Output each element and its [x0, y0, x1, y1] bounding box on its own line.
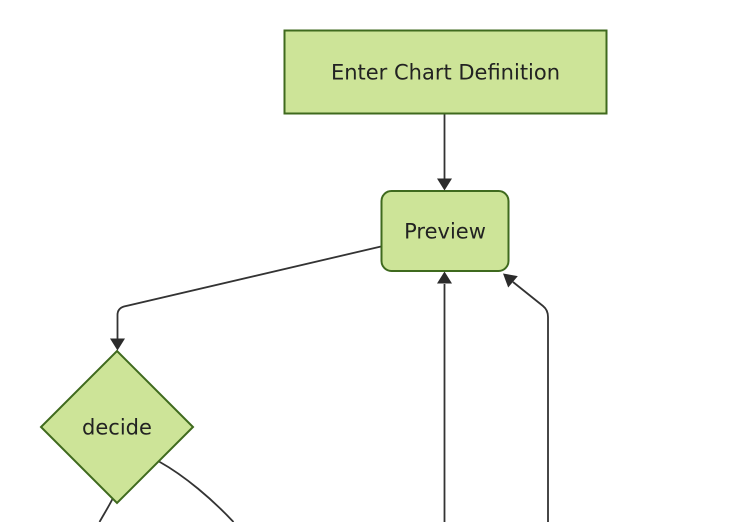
edge-preview-to-decide — [116, 245, 382, 339]
node-preview: Preview — [380, 190, 510, 272]
arrowhead-into-preview-bottom-right-icon — [503, 273, 518, 288]
preview-box — [380, 190, 510, 272]
node-decide: decide — [39, 349, 195, 505]
decide-label: decide — [82, 416, 152, 440]
preview-label: Preview — [404, 220, 486, 244]
edge-decide-to-offscreen-right — [158, 460, 235, 522]
arrowhead-into-preview-top-icon — [437, 178, 452, 191]
edge-decide-to-offscreen-left — [98, 497, 114, 522]
node-enter-chart-definition: Enter Chart Definition — [283, 29, 608, 115]
arrowhead-into-preview-bottom-icon — [437, 271, 452, 284]
edge-bottom-right-to-preview — [512, 281, 549, 522]
edge-group — [98, 114, 549, 522]
arrowhead-group — [110, 178, 518, 351]
enter-chart-definition-box — [283, 29, 608, 115]
enter-chart-definition-label: Enter Chart Definition — [331, 61, 560, 85]
decide-diamond — [39, 349, 195, 505]
arrowhead-into-decide-top-icon — [110, 338, 125, 351]
